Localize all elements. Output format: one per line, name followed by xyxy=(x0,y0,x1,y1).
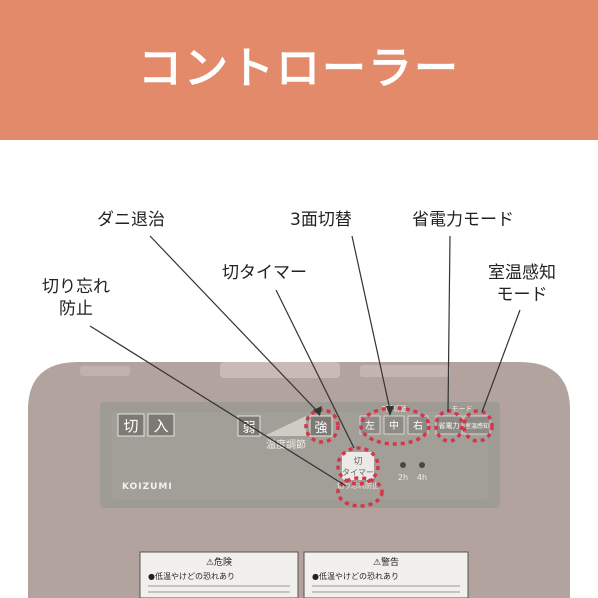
caution-label xyxy=(303,551,469,598)
top-ridge xyxy=(360,365,450,377)
label-2h: 2h xyxy=(398,473,408,482)
face-right-button[interactable] xyxy=(407,415,429,435)
callout-forget-line2: 防止 xyxy=(59,299,93,319)
room-temp-label: 室温感知 xyxy=(465,422,489,430)
callout-forget-line1: 切り忘れ xyxy=(42,277,110,297)
on-button[interactable] xyxy=(147,413,175,437)
brand-logo: KOIZUMI xyxy=(122,482,173,492)
power-save-label: 省電力 xyxy=(439,421,460,430)
callout-off-timer: 切タイマー xyxy=(222,263,307,283)
highlight-three-face xyxy=(359,406,431,446)
label-4h: 4h xyxy=(417,473,427,482)
callout-dani: ダニ退治 xyxy=(97,210,165,230)
leader-power-save xyxy=(447,235,451,413)
strong-button[interactable] xyxy=(309,415,333,437)
callout-room-temp-line1: 室温感知 xyxy=(488,263,556,283)
face-middle-button[interactable] xyxy=(383,415,405,435)
highlight-power-save xyxy=(434,409,464,443)
leader-off-timer xyxy=(275,289,355,449)
temp-gradient xyxy=(264,416,306,436)
off-button-label: 切 xyxy=(123,417,138,435)
face-middle-label: 中 xyxy=(389,419,399,432)
top-ridge xyxy=(80,366,130,376)
face-left-label: 左 xyxy=(365,419,375,432)
danger-title: ⚠危険 xyxy=(206,556,232,568)
power-save-button[interactable] xyxy=(435,415,463,435)
callout-room-temp: 室温感知 モード xyxy=(488,262,556,306)
timer-line2: タイマー xyxy=(342,468,374,477)
off-button[interactable] xyxy=(117,413,145,437)
face-right-label: 右 xyxy=(413,419,423,432)
callout-power-save: 省電力モード xyxy=(412,210,514,230)
danger-label xyxy=(139,551,299,598)
device-photo: 切 入 弱 強 温度調節 3面切替 左 中 右 モード 省電力 室温感知 切 タ… xyxy=(28,235,570,598)
temp-adjust-label: 温度調節 xyxy=(266,438,306,451)
callout-forget: 切り忘れ 防止 xyxy=(42,276,110,320)
indicator-2h xyxy=(400,462,406,468)
danger-body: ●低温やけどの恐れあり xyxy=(148,571,235,581)
weak-label: 弱 xyxy=(242,421,255,436)
caution-title: ⚠警告 xyxy=(373,556,399,568)
caution-body: ●低温やけどの恐れあり xyxy=(312,571,399,581)
mode-header: モード xyxy=(452,405,473,413)
timer-button[interactable] xyxy=(342,452,374,480)
timer-line1: 切 xyxy=(353,456,362,467)
on-button-label: 入 xyxy=(153,417,168,435)
room-temp-button[interactable] xyxy=(463,415,491,435)
highlight-room-temp xyxy=(462,409,494,443)
arrow-three-face xyxy=(386,406,394,416)
leader-room-temp xyxy=(481,309,521,413)
face-header: 3面切替 xyxy=(381,404,406,413)
leader-three-face xyxy=(351,235,391,411)
indicator-4h xyxy=(419,462,425,468)
strong-label: 強 xyxy=(314,421,327,436)
timer-sub: 切り忘れ防止 xyxy=(337,481,379,490)
callout-three-face: 3面切替 xyxy=(290,210,352,230)
leader-forget xyxy=(89,325,347,487)
face-left-button[interactable] xyxy=(359,415,381,435)
highlight-forget xyxy=(336,476,384,508)
top-ridge xyxy=(220,362,340,378)
callout-room-temp-line2: モード xyxy=(496,285,548,305)
header-banner: コントローラー xyxy=(0,0,598,140)
page-title: コントローラー xyxy=(138,43,460,94)
leader-dani xyxy=(149,235,319,413)
arrow-dani xyxy=(313,406,322,416)
highlight-timer xyxy=(336,446,380,486)
highlight-dani xyxy=(304,408,340,444)
